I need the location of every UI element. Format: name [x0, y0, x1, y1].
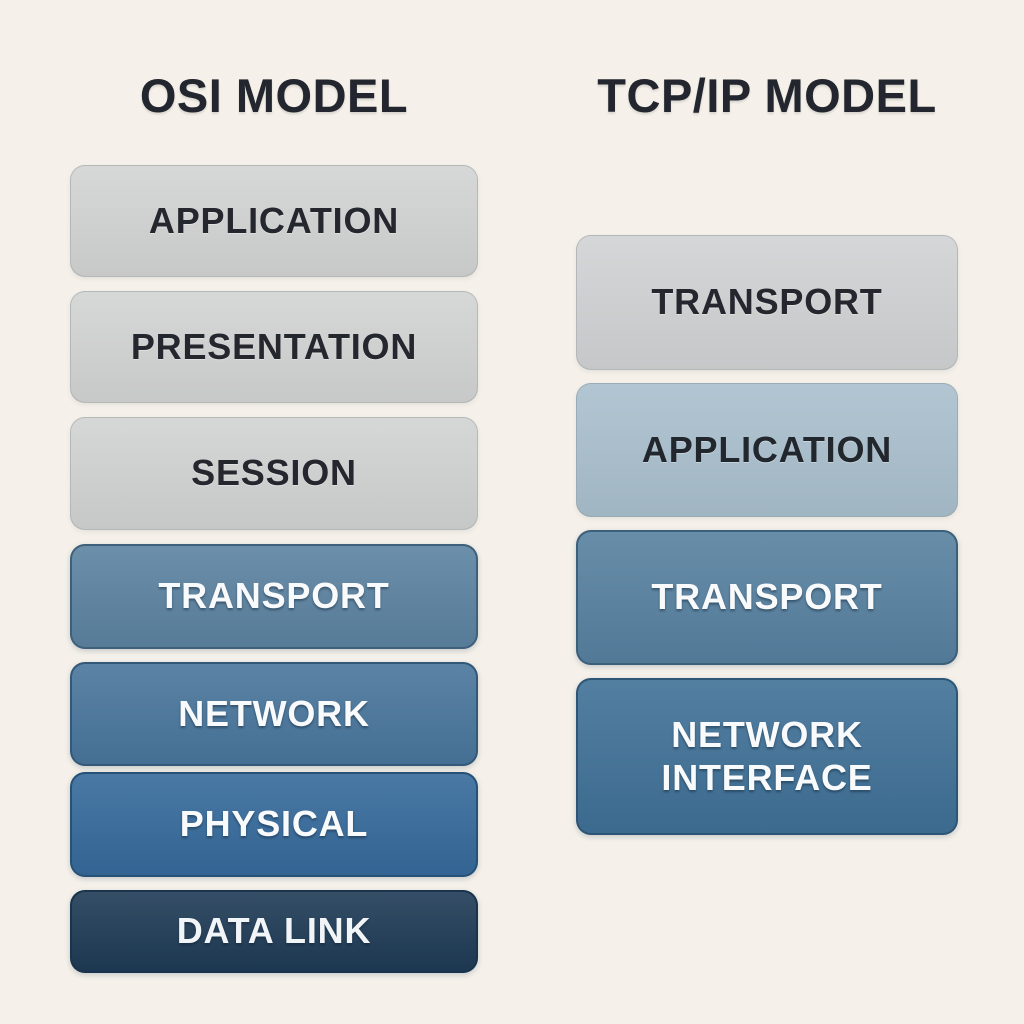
tcpip-title: TCP/IP MODEL: [597, 69, 937, 122]
osi-layer-application: APPLICATION: [70, 165, 478, 277]
osi-layer-data-link-label: DATA LINK: [176, 910, 372, 952]
osi-title: OSI MODEL: [139, 69, 409, 122]
osi-layer-network-label: NETWORK: [178, 692, 370, 734]
tcpip-layer-application: APPLICATION: [576, 383, 958, 517]
tcpip-layer-network-interface-label: NETWORK INTERFACE: [661, 714, 873, 798]
tcpip-layer-transport: TRANSPORT: [576, 530, 958, 665]
tcpip-layer-transport-top: TRANSPORT: [576, 235, 958, 370]
osi-layer-presentation-label: PRESENTATION: [130, 325, 418, 367]
tcpip-layer-transport-top-label: TRANSPORT: [651, 281, 883, 323]
osi-layer-network: NETWORK: [70, 662, 478, 766]
osi-layer-application-label: APPLICATION: [148, 199, 400, 241]
osi-layer-physical-label: PHYSICAL: [179, 803, 369, 845]
osi-layer-data-link: DATA LINK: [70, 890, 478, 973]
osi-layer-physical: PHYSICAL: [70, 772, 478, 877]
osi-layer-presentation: PRESENTATION: [70, 291, 478, 403]
osi-layer-session-label: SESSION: [191, 452, 357, 494]
osi-layer-session: SESSION: [70, 417, 478, 530]
osi-column: OSI MODEL APPLICATION PRESENTATION SESSI…: [70, 0, 478, 1024]
tcpip-layer-transport-label: TRANSPORT: [651, 576, 883, 618]
tcpip-column: TCP/IP MODEL TRANSPORT APPLICATION TRANS…: [576, 0, 958, 1024]
osi-layer-transport-label: TRANSPORT: [158, 575, 390, 617]
tcpip-layer-network-interface: NETWORK INTERFACE: [576, 678, 958, 835]
osi-layer-transport: TRANSPORT: [70, 544, 478, 649]
tcpip-layer-application-label: APPLICATION: [641, 428, 893, 470]
